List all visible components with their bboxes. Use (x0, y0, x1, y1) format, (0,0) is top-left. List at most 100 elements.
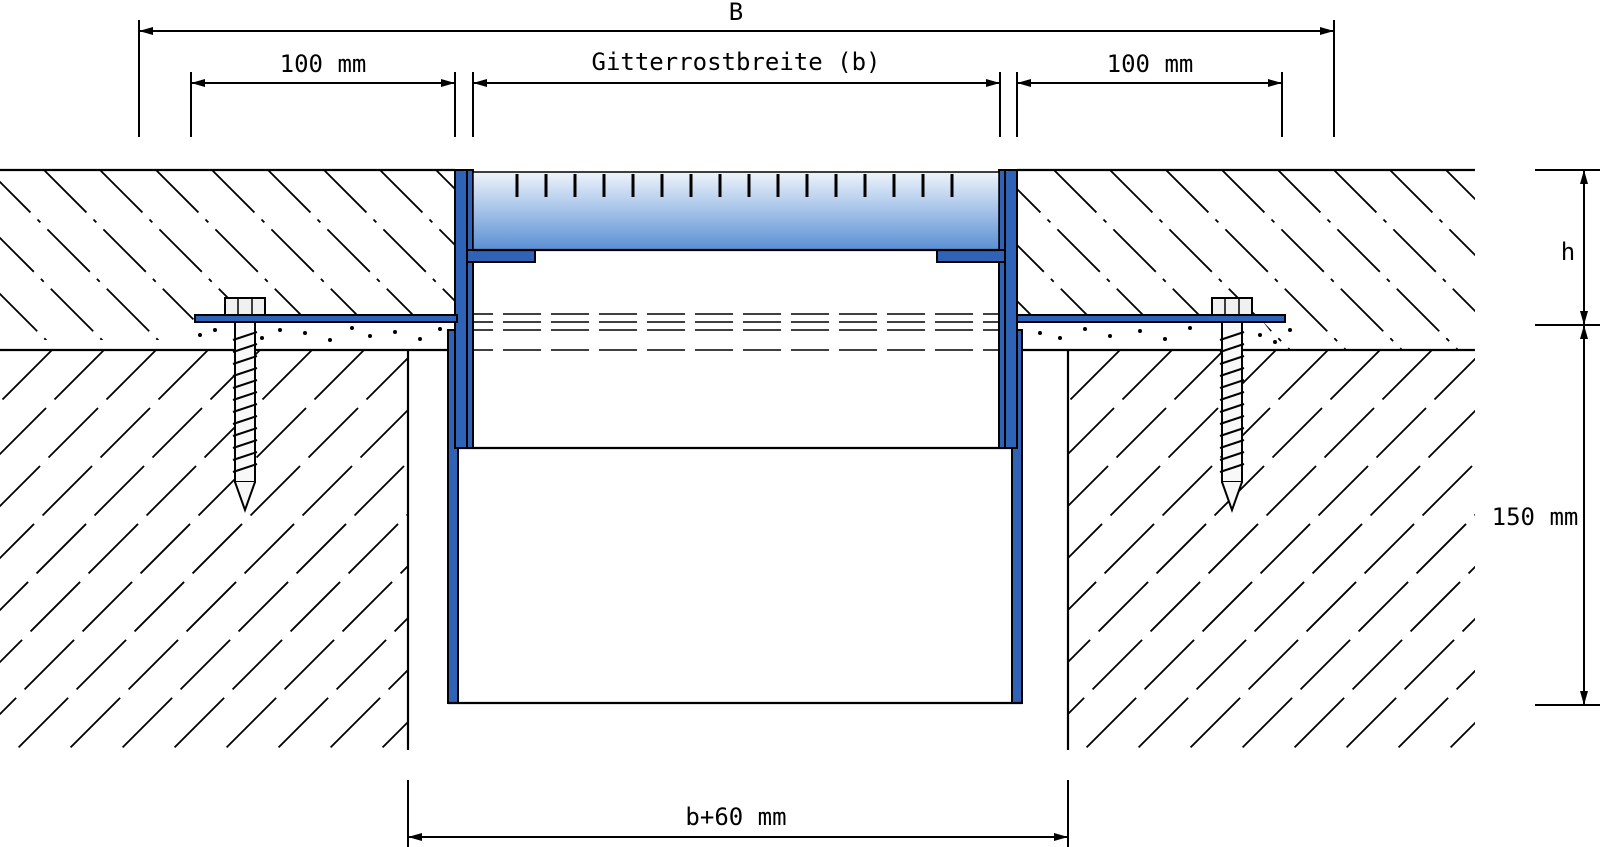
hatch-line (223, 564, 408, 750)
extension-lines (138, 20, 1600, 847)
dim-height-top: h (1561, 238, 1575, 266)
anchor-screw-icon (224, 297, 266, 513)
hatch-line (1068, 350, 1173, 456)
dim-opening-width: b+60 mm (685, 803, 786, 831)
hatch-line (275, 616, 408, 750)
dim-overall-width: B (729, 0, 743, 26)
hatch-line (1068, 350, 1277, 560)
grate (472, 171, 1000, 252)
hatch-line (119, 460, 408, 750)
mortar-speckle (1288, 328, 1292, 332)
mortar-speckle (438, 327, 442, 331)
screw-thread (232, 391, 258, 401)
screw-thread (1219, 463, 1245, 473)
screw-thread (232, 355, 258, 365)
mortar-speckle (368, 334, 372, 338)
hatch-line (379, 170, 455, 340)
hatch-line (1395, 669, 1475, 750)
screw-thread (1219, 451, 1245, 461)
mortar-speckle (213, 328, 217, 332)
hatch-line (0, 350, 209, 560)
hatch-line (1221, 170, 1403, 350)
screw-thread (1219, 391, 1245, 401)
hatch-line (0, 350, 157, 508)
dim-height-depth: 150 mm (1492, 503, 1579, 531)
screw-thread (1219, 379, 1245, 389)
screw-thread (232, 463, 258, 473)
screw-thread (1219, 355, 1245, 365)
screw-thread (232, 379, 258, 389)
hatch-line (1083, 357, 1475, 750)
anchor-screw-icon (1211, 297, 1253, 513)
grate-frame (194, 169, 1286, 449)
hatch-line (171, 512, 408, 750)
screw-thread (1219, 331, 1245, 341)
mortar-speckle (1058, 336, 1062, 340)
mortar-speckle (1108, 334, 1112, 338)
hatch-line (0, 350, 105, 456)
hatch-line (0, 350, 313, 664)
hatch-line (323, 170, 455, 340)
hatch-line (1135, 409, 1475, 750)
hatch-line (1447, 721, 1475, 750)
hatch-line (1333, 170, 1475, 350)
anchor-screw-right (1211, 297, 1253, 513)
mortar-speckle (278, 328, 282, 332)
mortar-speckle (1188, 326, 1192, 330)
hatch-line (1068, 350, 1225, 508)
hatch-line (1068, 350, 1329, 612)
mortar-speckle (1273, 340, 1277, 344)
screw-thread (232, 427, 258, 437)
screw-thread (1219, 343, 1245, 353)
screw-thread (232, 367, 258, 377)
screw-thread (1219, 439, 1245, 449)
mortar-speckle (328, 338, 332, 342)
mortar-speckle (418, 337, 422, 341)
hatch-line (1291, 565, 1475, 750)
screw-thread (232, 331, 258, 341)
mortar-speckle (260, 336, 264, 340)
dim-right-flange: 100 mm (1107, 50, 1194, 78)
hatch-line (0, 170, 113, 340)
hatch-line (1239, 513, 1475, 750)
hatch-line (1068, 350, 1381, 664)
anchor-screw-left (224, 297, 266, 513)
hatch-line (1187, 461, 1475, 750)
hatch-line (1343, 617, 1475, 750)
mortar-speckle (1138, 329, 1142, 333)
screw-thread (232, 451, 258, 461)
screw-thread (1219, 403, 1245, 413)
hatch-line (0, 350, 261, 612)
screw-thread (232, 343, 258, 353)
hatch-line (1068, 350, 1433, 716)
mortar-speckle (198, 333, 202, 337)
hatch-line (0, 170, 169, 340)
mortar-speckle (393, 330, 397, 334)
hatch-line (1445, 170, 1475, 350)
hatch-line (0, 350, 365, 716)
upper-layer-hatch-left (0, 170, 455, 340)
mortar-speckle (1258, 333, 1262, 337)
hatch-line (0, 170, 57, 340)
screw-thread (1219, 415, 1245, 425)
dimension-lines (139, 27, 1588, 841)
mortar-speckle (1038, 331, 1042, 335)
dim-left-flange: 100 mm (280, 50, 367, 78)
hatch-line (1277, 170, 1459, 350)
screw-thread (232, 403, 258, 413)
hatch-line (1165, 170, 1347, 350)
substrate-hatch-right (1068, 350, 1475, 750)
screw-thread (232, 415, 258, 425)
mortar-speckle (350, 326, 354, 330)
surface-lines (0, 168, 1475, 750)
screw-thread (232, 439, 258, 449)
mortar-speckle (1163, 337, 1167, 341)
hatch-line (15, 356, 408, 750)
screw-thread (1219, 367, 1245, 377)
dim-grate-width: Gitterrostbreite (b) (592, 48, 881, 76)
hatch-line (1389, 170, 1475, 350)
hatch-line (327, 668, 408, 750)
hidden-lines (455, 313, 1017, 351)
mortar-speckle (303, 331, 307, 335)
